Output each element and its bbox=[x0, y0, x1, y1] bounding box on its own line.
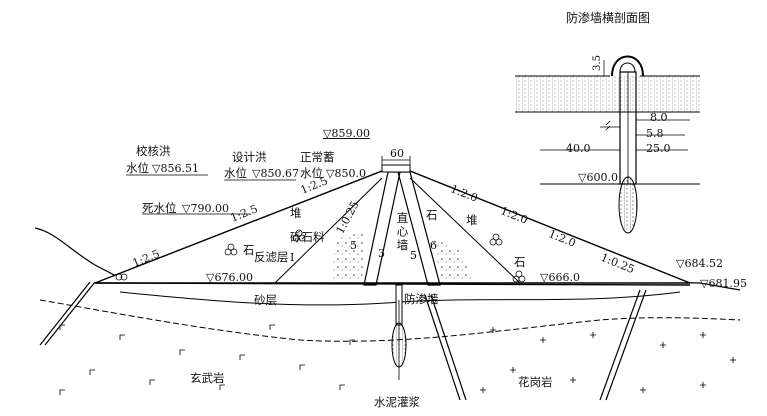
elev-666: ▽666.0 bbox=[540, 271, 580, 284]
zone-shi-right-2: 石 bbox=[514, 255, 526, 269]
fault-line-left-a bbox=[39, 281, 91, 346]
zone-filter: 反滤层 bbox=[254, 250, 289, 264]
inset-dim-5-8: 5.8 bbox=[646, 127, 664, 140]
basalt-label: 玄武岩 bbox=[190, 371, 225, 385]
design-flood-label-2: 水位 bbox=[224, 166, 247, 180]
inset-title: 防渗墙横剖面图 bbox=[566, 11, 651, 25]
inset-elev-600: ▽600.0 bbox=[578, 171, 618, 184]
granite-pattern bbox=[480, 327, 736, 393]
check-flood-value: ▽856.51 bbox=[152, 162, 199, 175]
crest-cap bbox=[381, 164, 411, 173]
zone-shi-right: 石 bbox=[426, 208, 438, 222]
normal-level-label-1: 正常蓄 bbox=[300, 150, 335, 164]
ratio-a: 5 bbox=[350, 239, 357, 252]
crest-width: 60 bbox=[390, 147, 404, 160]
fault-line-right-b bbox=[605, 289, 647, 401]
fault-line-left-b bbox=[44, 281, 96, 346]
zone-dui-left: 堆 bbox=[290, 206, 302, 220]
zone-dui-right: 堆 bbox=[466, 213, 478, 227]
inset-cutoff-wall bbox=[515, 55, 700, 234]
rock-symbols bbox=[115, 229, 526, 283]
zone-shi-left: 石 bbox=[243, 243, 255, 257]
zone-gravel: 砾石料 bbox=[290, 230, 325, 244]
design-flood-label-1: 设计洪 bbox=[232, 150, 267, 164]
inset-dim-25: 25.0 bbox=[646, 142, 671, 155]
ratio-b: 3 bbox=[378, 247, 385, 260]
cutoff-wall-label: 防渗墙 bbox=[404, 292, 439, 306]
basalt-pattern bbox=[59, 324, 355, 395]
elev-684: ▽684.52 bbox=[676, 257, 723, 270]
granite-label: 花岗岩 bbox=[518, 375, 553, 389]
dead-level-value: ▽790.00 bbox=[182, 202, 229, 215]
check-flood-label-1: 校核洪 bbox=[136, 144, 171, 158]
grouting-label: 水泥灌浆 bbox=[374, 395, 420, 409]
ratio-c: 5 bbox=[410, 249, 417, 262]
zone-core-wall: 直心墙 bbox=[395, 212, 410, 253]
crest-elevation: ▽859.00 bbox=[323, 127, 370, 140]
filter-zone-left bbox=[330, 232, 364, 285]
dam-body bbox=[94, 170, 691, 284]
filter-zone-right bbox=[432, 238, 475, 283]
ratio-d: 6 bbox=[430, 239, 437, 252]
zone-filter-mark: I bbox=[290, 251, 295, 264]
downstream-inner-line bbox=[409, 177, 521, 284]
inset-dim-3-5: 3.5 bbox=[591, 55, 603, 71]
upstream-inner-line bbox=[274, 177, 383, 284]
ground-surface-left bbox=[34, 227, 136, 283]
check-flood-label-2: 水位 bbox=[126, 161, 149, 175]
sand-layer-label: 砂层 bbox=[254, 293, 277, 307]
normal-level-label-2: 水位 bbox=[300, 166, 323, 180]
inset-dim-8: 8.0 bbox=[650, 111, 668, 124]
elev-676: ▽676.00 bbox=[206, 271, 253, 284]
elev-681: ▽681.95 bbox=[700, 277, 747, 290]
fault-line-mid-a bbox=[424, 294, 461, 401]
fault-line-right-a bbox=[599, 289, 641, 401]
rock-boundary bbox=[39, 299, 741, 342]
inset-dim-40: 40.0 bbox=[566, 142, 591, 155]
normal-level-value: ▽850.0 bbox=[326, 167, 366, 180]
design-flood-value: ▽850.67 bbox=[252, 167, 299, 180]
fault-line-mid-b bbox=[430, 294, 467, 401]
dead-level-label: 死水位 bbox=[142, 201, 177, 215]
foundation-line bbox=[94, 282, 691, 286]
